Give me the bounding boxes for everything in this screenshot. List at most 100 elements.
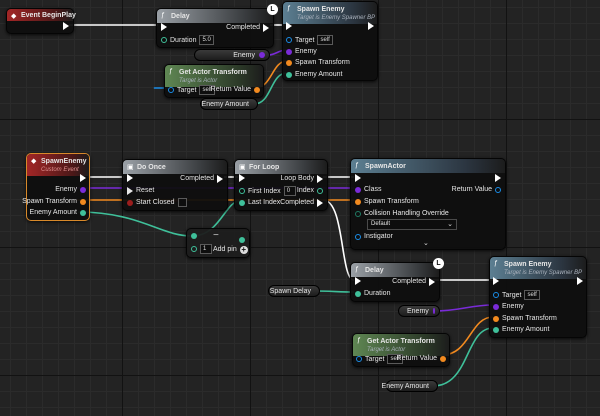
enemy-out-pin[interactable]	[432, 308, 435, 314]
event-beginplay-node[interactable]: ◆ Event BeginPlay	[6, 8, 76, 34]
spawn-transform-label: Spawn Transform	[295, 59, 350, 66]
return-value-pin[interactable]	[254, 86, 260, 93]
completed-exec-pin[interactable]	[317, 198, 323, 207]
delay-node-2[interactable]: ƒ Delay L Completed Duration	[350, 258, 444, 302]
spawn-transform-pin[interactable]	[355, 198, 361, 205]
spawn-transform-out-pin[interactable]	[80, 198, 86, 205]
add-pin-plus-icon[interactable]: +	[239, 244, 248, 254]
exec-in-pin[interactable]	[127, 174, 133, 182]
enemy-variable-node-2[interactable]: Enemy	[398, 305, 440, 317]
target-pin[interactable]	[356, 356, 362, 362]
completed-exec-pin[interactable]	[263, 23, 269, 32]
start-closed-pin[interactable]	[127, 199, 133, 206]
duration-input[interactable]: 5.0	[199, 35, 214, 45]
add-pin-label[interactable]: Add pin	[213, 246, 237, 253]
get-actor-transform-node[interactable]: ƒ Get Actor Transform Target is Actor Ta…	[164, 64, 264, 98]
delay-header: ƒ Delay	[157, 9, 273, 23]
exec-in-pin[interactable]	[161, 23, 167, 31]
function-icon: ƒ	[355, 162, 359, 169]
add-operator-node[interactable]: 1 − Add pin +	[186, 228, 250, 258]
add-output-pin[interactable]	[239, 237, 245, 243]
completed-exec-pin[interactable]	[429, 277, 435, 286]
enemy-amount-label: Enemy Amount	[502, 326, 550, 333]
spawn-delay-variable-node[interactable]: Spawn Delay	[268, 285, 320, 297]
last-index-pin[interactable]	[239, 199, 245, 206]
target-self-box: self	[199, 85, 215, 95]
enemy-variable-node[interactable]: Enemy	[194, 49, 270, 61]
enemy-amount-pin[interactable]	[493, 326, 499, 333]
enemy-amount-variable-node[interactable]: Enemy Amount	[200, 98, 258, 110]
enemy-variable-label: Enemy	[407, 307, 429, 315]
add-input-pin-a[interactable]	[191, 233, 197, 239]
spawn-enemy-title: Spawn Enemy	[297, 5, 345, 13]
enemy-pin[interactable]	[493, 303, 499, 310]
target-self-box: self	[524, 290, 540, 300]
collision-dropdown[interactable]: Default ⌄	[367, 219, 457, 230]
start-closed-label: Start Closed	[136, 199, 175, 206]
add-input-pin-b[interactable]	[191, 246, 197, 252]
instigator-pin[interactable]	[355, 233, 361, 240]
exec-in-pin[interactable]	[355, 174, 361, 182]
reset-exec-pin[interactable]	[127, 186, 133, 195]
expand-chevron-icon[interactable]: ⌄	[423, 240, 429, 247]
target-pin[interactable]	[286, 37, 292, 43]
enemy-variable-label: Enemy	[233, 51, 255, 59]
start-closed-checkbox[interactable]	[177, 198, 187, 207]
spawn-enemy-subtitle: Target is Enemy Spawner BP	[504, 269, 583, 276]
event-diamond-icon: ◆	[11, 13, 17, 20]
first-index-input[interactable]: 0	[283, 186, 296, 196]
completed-exec-pin[interactable]	[217, 174, 223, 183]
exec-out-pin[interactable]	[577, 277, 583, 285]
spawn-enemy-custom-event-node[interactable]: ◆ SpawnEnemy Custom Event Enemy Spawn Tr…	[22, 153, 90, 221]
exec-out-pin[interactable]	[63, 22, 69, 30]
enemy-out-pin[interactable]	[259, 52, 265, 58]
duration-pin[interactable]	[161, 37, 167, 43]
exec-in-pin[interactable]	[286, 22, 292, 30]
exec-out-pin[interactable]	[495, 174, 501, 182]
target-pin[interactable]	[168, 87, 174, 93]
reset-label: Reset	[136, 187, 155, 194]
custom-event-title: SpawnEnemy	[41, 157, 87, 165]
duration-pin[interactable]	[355, 290, 361, 297]
enemy-amount-variable-node-2[interactable]: Enemy Amount	[382, 380, 438, 392]
completed-label: Completed	[180, 175, 214, 182]
return-value-pin[interactable]	[440, 355, 446, 362]
amount-wire	[432, 327, 494, 387]
spawn-transform-label: Spawn Transform	[22, 198, 77, 205]
spawn-enemy-node-2[interactable]: ƒ Spawn Enemy Target is Enemy Spawner BP…	[489, 256, 587, 338]
for-loop-header: ▣ For Loop	[235, 160, 327, 174]
return-value-pin[interactable]	[495, 186, 501, 193]
exec-out-pin[interactable]	[80, 174, 86, 182]
get-actor-transform-node-2[interactable]: ƒ Get Actor Transform Target is Actor Ta…	[352, 333, 450, 367]
get-actor-transform-header: ƒ Get Actor Transform Target is Actor	[353, 334, 449, 356]
completed-label: Completed	[226, 24, 260, 31]
spawn-actor-node[interactable]: ƒ SpawnActor Class Return Value Spawn Tr…	[350, 158, 506, 250]
do-once-node[interactable]: ▣ Do Once Completed Reset Start Closed	[122, 159, 228, 211]
for-loop-node[interactable]: ▣ For Loop Loop Body First Index 0 Index…	[234, 159, 328, 211]
function-icon: ƒ	[287, 5, 291, 12]
spawn-enemy-subtitle: Target is Enemy Spawner BP	[297, 14, 376, 21]
add-value-input[interactable]: 1	[200, 244, 212, 254]
exec-in-pin[interactable]	[355, 277, 361, 285]
loop-body-exec-pin[interactable]	[317, 174, 323, 183]
index-out-pin[interactable]	[317, 187, 323, 194]
exec-in-pin[interactable]	[493, 277, 499, 285]
exec-out-pin[interactable]	[368, 22, 374, 30]
enemy-pin[interactable]	[286, 48, 292, 55]
spawn-transform-pin[interactable]	[493, 315, 499, 322]
exec-in-pin[interactable]	[239, 174, 245, 182]
enemy-amount-pin[interactable]	[286, 71, 292, 78]
enemy-amount-out-pin[interactable]	[80, 209, 86, 216]
collision-pin[interactable]	[355, 210, 361, 217]
spawn-transform-pin[interactable]	[286, 59, 292, 66]
spawn-actor-title: SpawnActor	[365, 162, 406, 170]
return-value-label: Return Value	[396, 355, 437, 362]
enemy-out-pin[interactable]	[80, 186, 86, 193]
do-once-header: ▣ Do Once	[123, 160, 227, 174]
target-pin[interactable]	[493, 292, 499, 298]
class-pin[interactable]	[355, 186, 361, 193]
do-once-title: Do Once	[137, 163, 166, 171]
delay-node[interactable]: ƒ Delay L Completed Duration 5.0	[156, 4, 278, 48]
spawn-enemy-node[interactable]: ƒ Spawn Enemy Target is Enemy Spawner BP…	[282, 1, 378, 81]
first-index-pin[interactable]	[239, 188, 245, 194]
